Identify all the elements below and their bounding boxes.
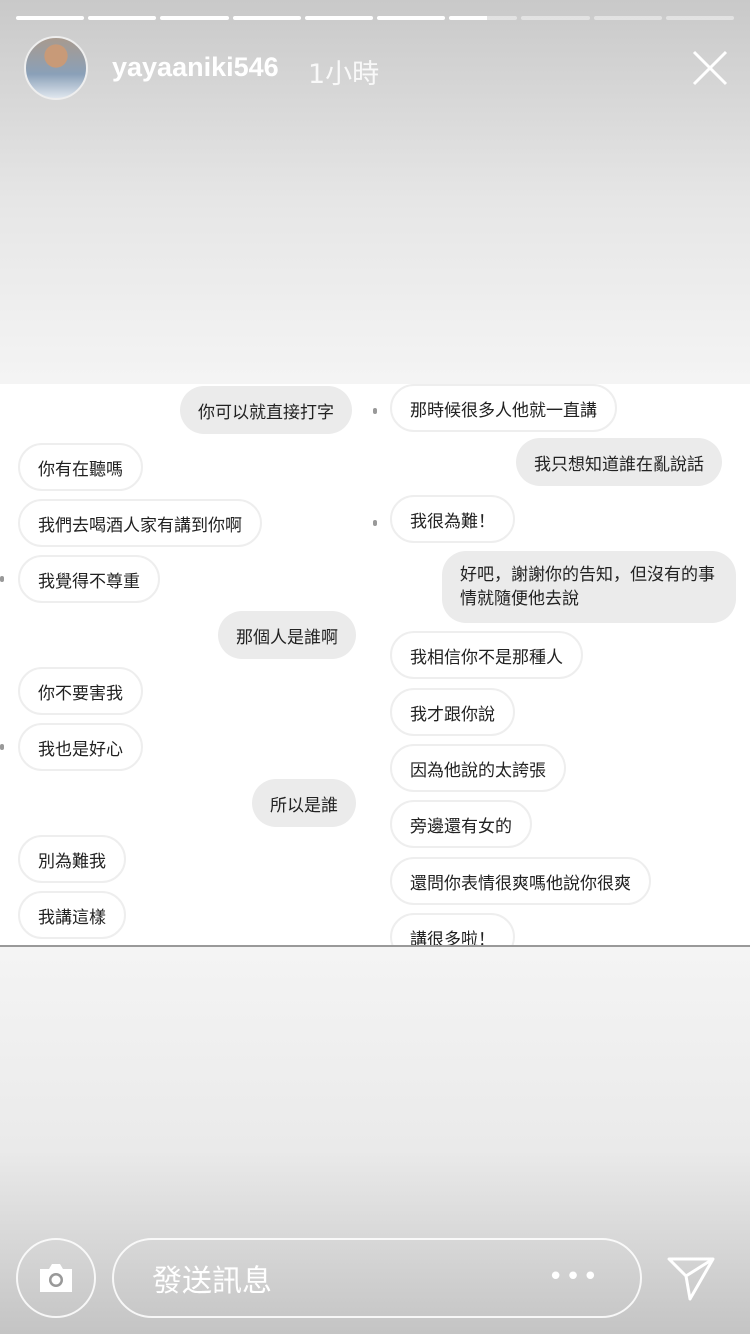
received-message: 我覺得不尊重 [18,555,160,603]
progress-segment [521,16,590,20]
story-progress [16,16,735,20]
received-message: 你不要害我 [18,667,143,715]
progress-segment [16,16,85,20]
progress-fill [232,16,301,20]
divider-mark [373,408,377,414]
received-message: 別為難我 [18,835,126,883]
sent-message: 好吧，謝謝你的告知，但沒有的事情就隨便他去說 [442,551,736,623]
received-message: 我很為難！ [390,495,515,543]
divider-mark [373,520,377,526]
avatar-edge [0,576,4,582]
message-input[interactable]: 發送訊息 ••• [112,1238,642,1318]
camera-button[interactable] [16,1238,96,1318]
sent-message: 我只想知道誰在亂說話 [516,438,722,486]
progress-fill [16,16,85,20]
sent-message: 你可以就直接打字 [180,386,352,434]
more-options-button[interactable]: ••• [547,1262,600,1292]
received-message: 因為他說的太誇張 [390,744,566,792]
progress-fill [304,16,374,20]
progress-segment [160,16,229,20]
progress-segment [665,16,735,20]
progress-segment [232,16,301,20]
message-placeholder: 發送訊息 [152,1264,272,1299]
sent-message: 那個人是誰啊 [218,611,356,659]
chat-screenshot: 你可以就直接打字 你有在聽嗎 我們去喝酒人家有講到你啊 我覺得不尊重 那個人是誰… [0,384,750,947]
username[interactable]: yayaaniki546 [112,52,279,82]
sent-message: 所以是誰 [252,779,356,827]
progress-fill [449,16,487,20]
avatar[interactable] [24,36,88,100]
send-icon[interactable] [666,1254,716,1302]
received-message: 我相信你不是那種人 [390,631,583,679]
received-message: 我也是好心 [18,723,143,771]
timestamp: 1小時 [308,59,380,90]
avatar-edge [0,744,4,750]
progress-fill [160,16,229,20]
received-message: 我才跟你說 [390,688,515,736]
progress-segment [88,16,157,20]
progress-segment [593,16,662,20]
close-icon[interactable] [690,48,730,88]
received-message: 旁邊還有女的 [390,800,532,848]
progress-segment [377,16,446,20]
progress-fill [377,16,446,20]
received-message: 那時候很多人他就一直講 [390,384,617,432]
progress-segment [449,16,518,20]
progress-fill [88,16,157,20]
received-message: 你有在聽嗎 [18,443,143,491]
camera-icon [40,1264,72,1292]
progress-segment [304,16,374,20]
received-message: 還問你表情很爽嗎他說你很爽 [390,857,651,905]
received-message: 我講這樣 [18,891,126,939]
received-message: 講很多啦！ [390,913,515,945]
received-message: 我們去喝酒人家有講到你啊 [18,499,262,547]
